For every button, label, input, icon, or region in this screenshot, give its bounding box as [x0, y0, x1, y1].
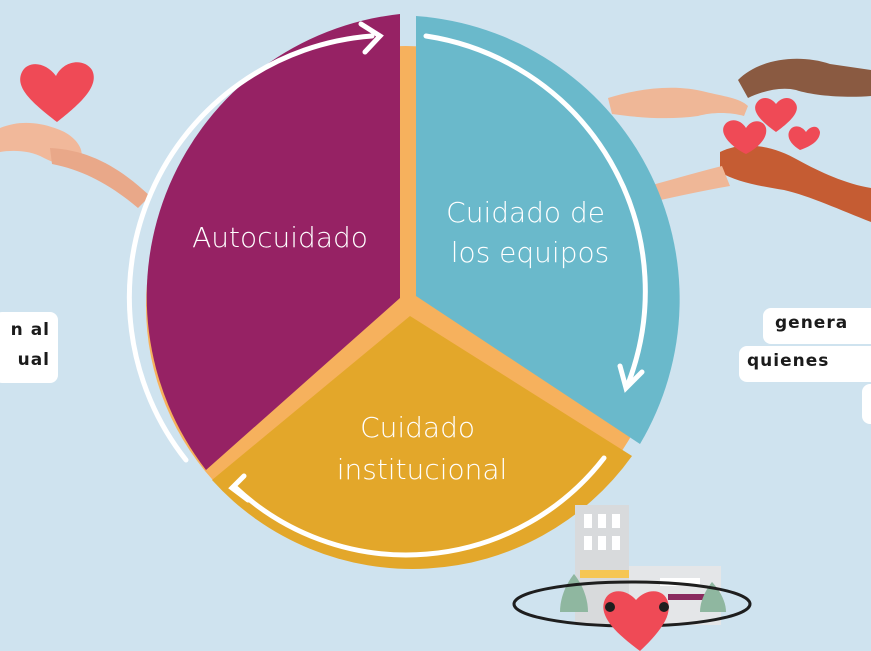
- arrow-head-top: [358, 21, 384, 55]
- callout-right-third: [862, 384, 871, 424]
- arrow-head-right: [617, 363, 645, 393]
- arrow-institucional: [233, 455, 607, 558]
- arrow-autocuidado: [126, 33, 375, 463]
- cycle-arrows: [126, 21, 648, 558]
- callout-right: genera: [763, 308, 871, 344]
- building-with-heart-icon: [512, 505, 752, 651]
- sector-autocuidado: [146, 14, 400, 470]
- callout-left-line-2: ual: [17, 350, 50, 370]
- arrow-equipos: [423, 33, 648, 387]
- sector-cuidado-equipos: [416, 16, 680, 444]
- sector-group: [146, 14, 680, 569]
- label-cuidado-equipos: Cuidado de los equipos: [446, 196, 614, 269]
- heart-on-hand-icon: [0, 62, 150, 208]
- callout-left: n al ual: [0, 312, 58, 383]
- label-autocuidado: Autocuidado: [192, 221, 368, 254]
- sector-cuidado-institucional: [212, 316, 632, 569]
- callout-right-line-2: quienes: [747, 351, 830, 371]
- arrow-head-bottom: [228, 473, 251, 503]
- callout-right-line-1: genera: [775, 313, 849, 333]
- label-cuidado-institucional: Cuidado institucional: [337, 411, 508, 486]
- callout-right-second: quienes: [739, 346, 871, 382]
- callout-left-line-1: n al: [10, 320, 50, 340]
